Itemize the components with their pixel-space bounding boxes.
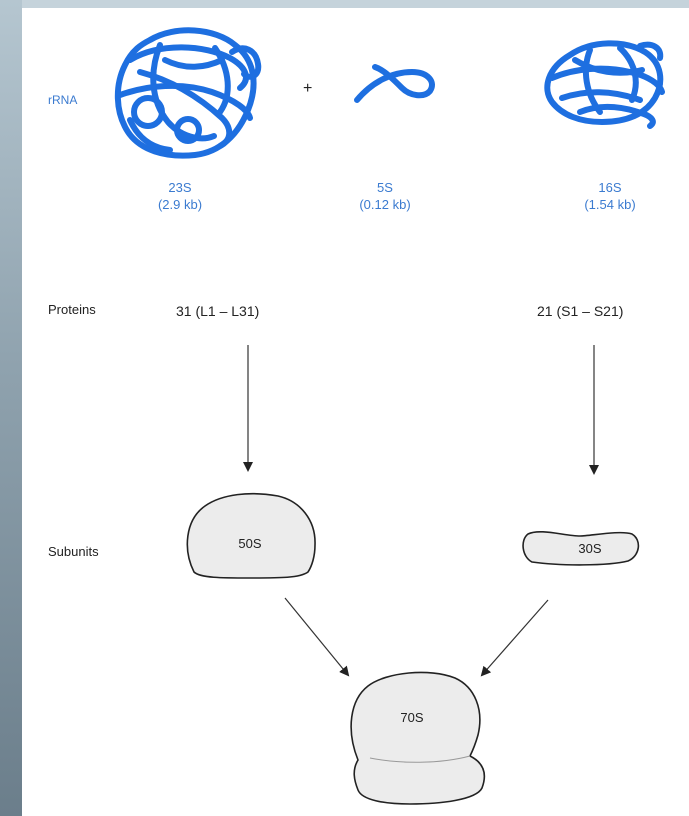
background-top-strip <box>0 0 689 8</box>
proteins-row-label: Proteins <box>48 302 96 317</box>
subunit-50s-label: 50S <box>238 536 262 551</box>
rrna-16s-name: 16S <box>598 180 622 195</box>
small-subunit-proteins: 21 (S1 – S21) <box>537 303 624 319</box>
rrna-row-label: rRNA <box>48 93 78 107</box>
ribosome-70s-division <box>369 755 471 763</box>
rrna-5s-name: 5S <box>377 180 393 195</box>
ribosome-70s-label: 70S <box>400 710 424 725</box>
background-left-strip <box>0 0 22 816</box>
plus-sign: + <box>303 80 313 97</box>
subunits-row-label: Subunits <box>48 544 99 559</box>
arrow-50s-to-70s <box>284 597 350 677</box>
diagram-panel <box>22 8 689 816</box>
subunit-30s-shape <box>522 530 640 566</box>
subunit-30s-label: 30S <box>578 541 602 556</box>
rrna-23s-size: (2.9 kb) <box>157 197 203 212</box>
large-subunit-proteins: 31 (L1 – L31) <box>176 303 260 319</box>
rrna-5s-coil <box>354 64 435 103</box>
rrna-16s-size: (1.54 kb) <box>584 197 636 212</box>
arrow-30s-to-70s <box>480 599 549 677</box>
rrna-5s-size: (0.12 kb) <box>359 197 411 212</box>
rrna-23s-coil <box>114 27 262 159</box>
rrna-23s-name: 23S <box>168 180 192 195</box>
ribosome-70s-shape <box>350 671 486 805</box>
subunit-50s-shape <box>186 492 316 579</box>
rrna-16s-coil <box>544 40 665 129</box>
